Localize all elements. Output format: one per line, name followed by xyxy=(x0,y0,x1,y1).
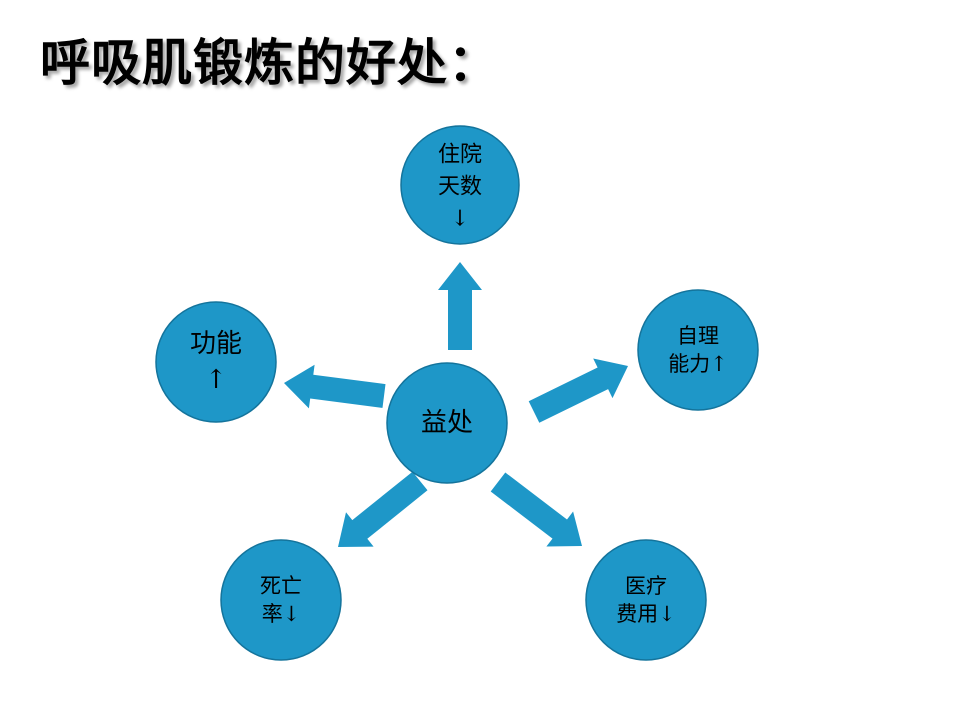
node-medical-cost-label-line: 医疗 xyxy=(625,574,667,598)
node-mortality-label-line: 死亡 xyxy=(260,574,302,598)
node-medical-cost-label-line: 费用↓ xyxy=(616,602,676,626)
node-mortality: 死亡率↓ xyxy=(220,539,342,661)
arrow-left xyxy=(284,364,386,409)
arrow-downleft xyxy=(338,471,428,547)
node-self-care-label-line: 能力↑ xyxy=(668,352,728,376)
node-mortality-circle xyxy=(220,539,342,661)
node-function-label-line: 功能 xyxy=(190,329,242,359)
node-center-circle xyxy=(386,362,508,484)
arrow-up xyxy=(438,262,482,350)
node-hospital-days-label-line: 天数 xyxy=(438,175,482,200)
node-function-circle xyxy=(155,301,277,423)
node-hospital-days-label-line: 住院 xyxy=(438,143,482,168)
node-self-care-circle xyxy=(637,289,759,411)
node-self-care-label-line: 自理 xyxy=(677,324,719,348)
node-medical-cost-circle xyxy=(585,539,707,661)
arrows-layer xyxy=(284,262,628,547)
arrow-upright xyxy=(528,358,628,423)
arrow-downright xyxy=(490,472,582,547)
node-function-label-line: ↑ xyxy=(205,365,227,395)
node-function: 功能 ↑ xyxy=(155,301,277,423)
node-hospital-days-circle xyxy=(400,125,520,245)
node-hospital-days-label-line: ↓ xyxy=(451,207,469,232)
node-center-label-line: 益处 xyxy=(421,408,473,438)
node-mortality-label-line: 率↓ xyxy=(262,602,301,626)
slide-title: 呼吸肌锻炼的好处： xyxy=(40,34,499,92)
node-center: 益处 xyxy=(386,362,508,484)
